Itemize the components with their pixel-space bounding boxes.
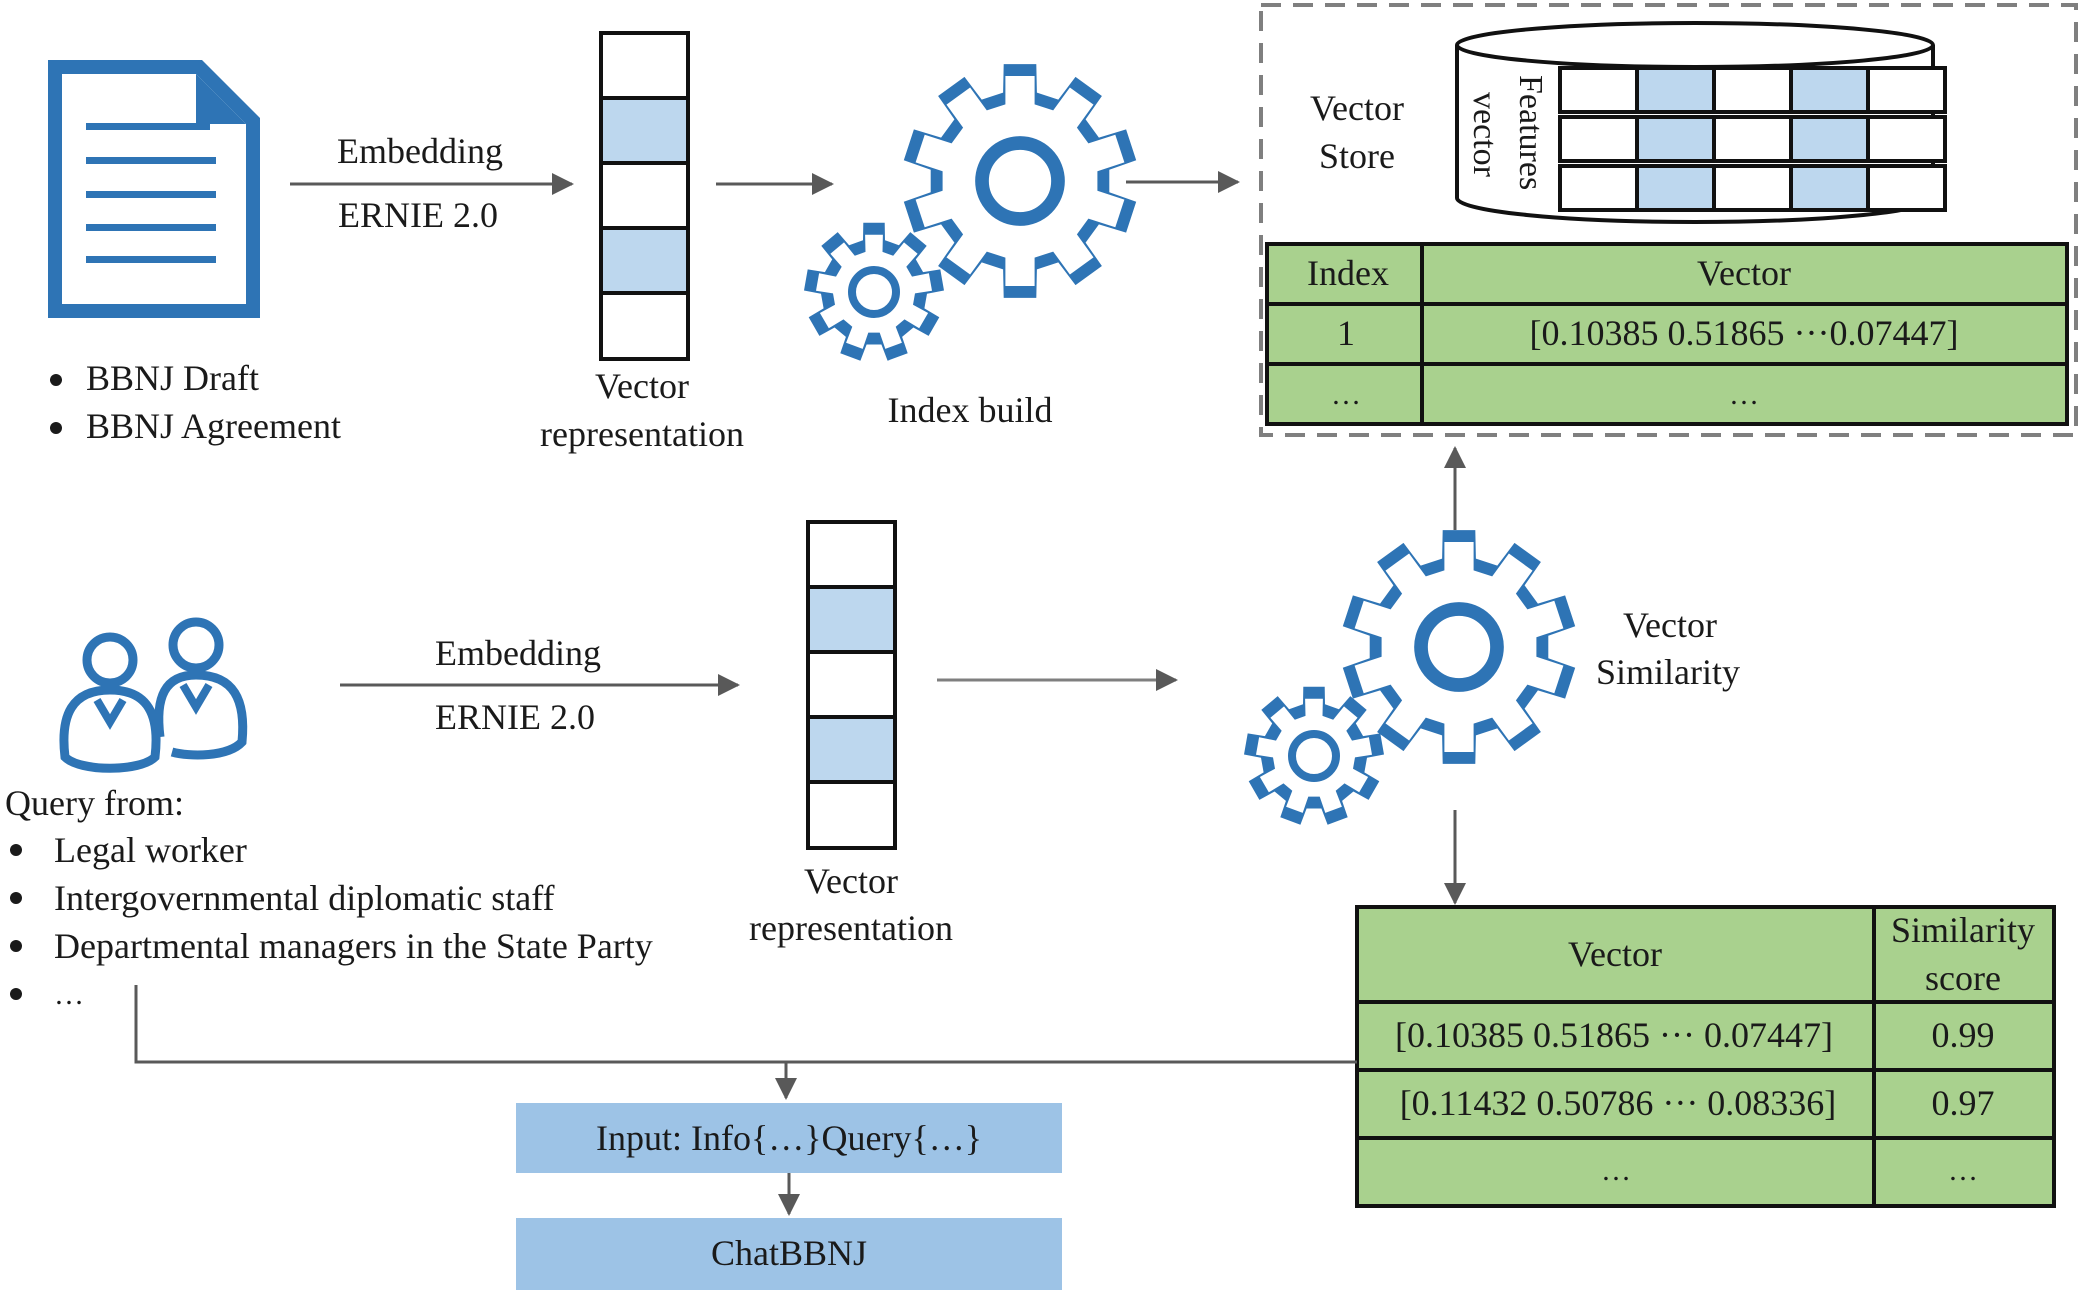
index-build-label: Index build <box>888 390 1053 430</box>
chatbbnj-box <box>516 1218 1062 1290</box>
index-table-header-index: Index <box>1307 253 1389 293</box>
vector-similarity-label-line2: Similarity <box>1596 652 1740 692</box>
similarity-table-cell: 0.99 <box>1932 1015 1995 1055</box>
query-to-input-connector <box>134 985 1357 1064</box>
input-box-label: Input: Info{…}Query{…} <box>596 1118 982 1158</box>
doc-item-draft: BBNJ Draft <box>86 358 259 398</box>
query-item-legal-worker: Legal worker <box>54 830 247 870</box>
top-model-label: ERNIE 2.0 <box>338 195 498 235</box>
feature-grid-cell <box>1866 115 1947 163</box>
feature-grid-cell <box>1558 115 1639 163</box>
feature-grid <box>1558 66 1947 212</box>
feature-grid-cell <box>1712 66 1793 114</box>
query-vector-caption-line1: Vector <box>804 861 898 901</box>
bullet-dot <box>10 892 22 904</box>
similarity-table-cell: [0.11432 0.50786 ··· 0.08336] <box>1400 1083 1837 1123</box>
feature-grid-cell <box>1789 66 1870 114</box>
index-table-cell: … <box>1331 378 1361 411</box>
feature-grid-cell <box>1712 115 1793 163</box>
index-table-cell: … <box>1729 378 1759 411</box>
query-item-managers: Departmental managers in the State Party <box>54 926 653 966</box>
vector-store-label-line1: Vector <box>1310 88 1404 128</box>
similarity-table-cell: … <box>1601 1154 1631 1187</box>
document-icon <box>48 60 260 318</box>
feature-grid-cell <box>1635 115 1716 163</box>
feature-grid-cell <box>1558 66 1639 114</box>
feature-grid-cell <box>1866 66 1947 114</box>
doc-vector-caption-line2: representation <box>540 414 744 454</box>
similarity-table-cell: 0.97 <box>1932 1083 1995 1123</box>
feature-grid-cell <box>1558 164 1639 212</box>
query-item-diplomatic-staff: Intergovernmental diplomatic staff <box>54 878 555 918</box>
feature-grid-cell <box>1866 164 1947 212</box>
query-vector-column <box>806 520 897 850</box>
vector-similarity-gears-icon <box>1244 530 1576 825</box>
doc-vector-column <box>599 31 690 361</box>
doc-item-agreement: BBNJ Agreement <box>86 406 341 446</box>
feature-grid-cell <box>1789 115 1870 163</box>
vector-store-label-line2: Store <box>1319 136 1395 176</box>
similarity-table-header-vector: Vector <box>1568 934 1662 974</box>
input-box <box>516 1103 1062 1173</box>
bullet-dot <box>10 940 22 952</box>
index-table-cell: [0.10385 0.51865 ···0.07447] <box>1530 313 1959 353</box>
gear-icon <box>903 64 1137 298</box>
feature-grid-cell <box>1712 164 1793 212</box>
query-embedding-label: Embedding <box>435 633 601 673</box>
gear-icon <box>804 222 944 361</box>
index-table-cell: 1 <box>1337 313 1355 353</box>
index-table-header-vector: Vector <box>1697 253 1791 293</box>
bullet-dot <box>10 844 22 856</box>
bullet-dot <box>10 988 22 1000</box>
bullet-dot <box>50 422 62 434</box>
gear-icon <box>1342 530 1576 764</box>
doc-vector-caption-line1: Vector <box>595 366 689 406</box>
query-title: Query from: <box>5 783 184 823</box>
feature-grid-cell <box>1635 164 1716 212</box>
similarity-table-header-score-line1: Similarity <box>1891 910 2035 950</box>
index-build-gears-icon <box>804 64 1137 361</box>
similarity-table-cell: [0.10385 0.51865 ··· 0.07447] <box>1395 1015 1833 1055</box>
query-vector-caption-line2: representation <box>749 908 953 948</box>
index-table <box>1265 242 2069 426</box>
users-icon <box>59 617 248 773</box>
feature-grid-cell <box>1789 164 1870 212</box>
vector-similarity-label-line1: Vector <box>1623 605 1717 645</box>
bullet-dot <box>50 374 62 386</box>
gear-icon <box>1244 686 1384 825</box>
similarity-table-cell: … <box>1948 1154 1978 1187</box>
features-label: Features <box>1512 75 1549 190</box>
feature-grid-cell <box>1635 66 1716 114</box>
query-model-label: ERNIE 2.0 <box>435 697 595 737</box>
top-embedding-label: Embedding <box>337 131 503 171</box>
chatbbnj-label: ChatBBNJ <box>711 1233 867 1273</box>
query-item-more: … <box>54 978 84 1011</box>
similarity-table <box>1355 905 2056 1208</box>
vector-axis-label: vector <box>1466 92 1503 178</box>
similarity-table-header-score-line2: score <box>1925 958 2001 998</box>
